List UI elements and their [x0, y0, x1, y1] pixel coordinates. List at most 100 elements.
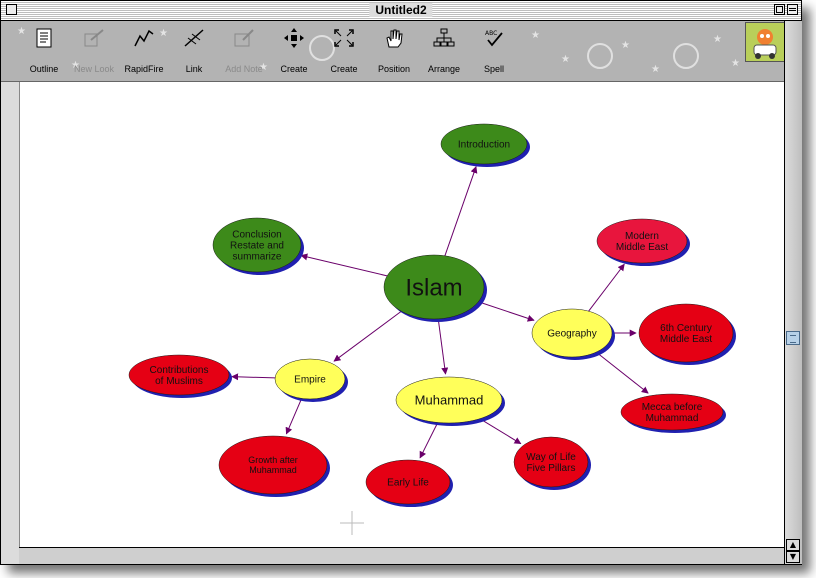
node-ellipse[interactable] — [620, 393, 724, 431]
star-decoration-icon: ★ — [651, 64, 660, 75]
star-decoration-icon: ★ — [17, 26, 26, 37]
node-label: Growth after — [248, 455, 298, 465]
link-islam-to-empire[interactable] — [333, 310, 402, 362]
node-label: Middle East — [616, 242, 668, 253]
star-decoration-icon: ★ — [71, 60, 80, 71]
collapse-box[interactable] — [787, 4, 798, 15]
node-ellipse[interactable] — [638, 303, 734, 363]
lightbulb-decoration-icon — [309, 35, 335, 61]
node-empire[interactable]: Empire — [274, 358, 348, 402]
create-arrows-icon — [269, 28, 319, 58]
tool-rapidfire-button[interactable]: RapidFire — [119, 23, 169, 79]
mascot-image — [745, 22, 784, 62]
tool-label: New Look — [73, 64, 115, 74]
tool-label: RapidFire — [124, 64, 164, 74]
node-label: Early Life — [387, 478, 429, 489]
link-islam-to-geography[interactable] — [478, 301, 535, 322]
arrange-icon — [419, 28, 469, 58]
node-label: Introduction — [458, 140, 510, 151]
star-decoration-icon: ★ — [259, 62, 268, 73]
node-label: summarize — [233, 252, 282, 263]
star-decoration-icon: ★ — [731, 58, 740, 69]
node-label: 6th Century — [660, 323, 712, 334]
link-icon — [169, 28, 219, 58]
tool-arrange-button[interactable]: Arrange — [419, 23, 469, 79]
lightbulb-decoration-icon — [587, 43, 613, 69]
link-muhammad-to-earlylife[interactable] — [419, 422, 439, 459]
hand-icon — [369, 28, 419, 58]
link-islam-to-introduction[interactable] — [444, 165, 478, 256]
node-ellipse[interactable] — [513, 436, 589, 488]
zoom-box[interactable] — [774, 4, 785, 15]
close-box[interactable] — [6, 4, 17, 15]
node-label: Mecca before — [642, 402, 703, 413]
link-geography-to-modern[interactable] — [588, 263, 625, 312]
node-introduction[interactable]: Introduction — [440, 123, 530, 167]
scroll-down-arrow-icon[interactable]: ▼ — [786, 551, 800, 563]
node-label: Restate and — [230, 241, 284, 252]
node-label: Muhammad — [415, 393, 484, 408]
tool-outline-button[interactable]: Outline — [19, 23, 69, 79]
tool-create-button[interactable]: Create — [269, 23, 319, 79]
star-decoration-icon: ★ — [713, 34, 722, 45]
node-ellipse[interactable] — [365, 459, 451, 505]
title-bar[interactable]: Untitled2 — [1, 1, 801, 21]
tool-link-button[interactable]: Link — [169, 23, 219, 79]
scroll-thumb[interactable] — [786, 331, 800, 345]
vertical-scrollbar[interactable]: ▲ ▼ — [784, 21, 802, 564]
node-label: Muhammad — [646, 413, 699, 424]
node-ellipse[interactable] — [395, 376, 503, 424]
star-decoration-icon: ★ — [159, 28, 168, 39]
node-label: Empire — [294, 375, 326, 386]
star-decoration-icon: ★ — [531, 30, 540, 41]
node-ellipse[interactable] — [128, 354, 230, 396]
tool-label: Add Note — [225, 64, 263, 74]
node-ellipse[interactable] — [440, 123, 528, 165]
node-ellipse[interactable] — [274, 358, 346, 400]
tool-label: Outline — [29, 64, 59, 74]
link-geography-to-mecca[interactable] — [595, 351, 649, 394]
link-islam-to-muhammad[interactable] — [437, 318, 449, 375]
link-islam-to-conclusion[interactable] — [300, 253, 388, 277]
node-muhammad[interactable]: Muhammad — [395, 376, 505, 426]
tool-create-button[interactable]: Create — [319, 23, 369, 79]
link-muhammad-to-wayoflife[interactable] — [479, 418, 522, 445]
add-note-icon — [219, 28, 269, 58]
tool-label: Create — [280, 64, 308, 74]
node-label: Geography — [547, 329, 596, 340]
node-label: of Muslims — [155, 376, 203, 387]
node-geography[interactable]: Geography — [531, 308, 615, 360]
node-label: Way of Life — [526, 452, 576, 463]
lightbulb-decoration-icon — [673, 43, 699, 69]
node-label: Middle East — [660, 334, 712, 345]
node-earlylife[interactable]: Early Life — [365, 459, 453, 507]
node-ellipse[interactable] — [383, 254, 485, 320]
tool-position-button[interactable]: Position — [369, 23, 419, 79]
node-ellipse[interactable] — [218, 435, 328, 495]
tool-new-look-button[interactable]: New Look — [69, 23, 119, 79]
link-empire-to-contributions[interactable] — [231, 373, 276, 381]
tool-add-note-button[interactable]: Add Note — [219, 23, 269, 79]
node-label: Muhammad — [249, 465, 297, 475]
horizontal-scrollbar[interactable] — [19, 547, 784, 564]
node-islam[interactable]: Islam — [383, 254, 487, 322]
link-empire-to-growth[interactable] — [285, 398, 303, 435]
node-label: Conclusion — [232, 230, 281, 241]
scroll-up-arrow-icon[interactable]: ▲ — [786, 539, 800, 551]
node-ellipse[interactable] — [531, 308, 613, 358]
node-label: Modern — [625, 231, 659, 242]
window-title: Untitled2 — [369, 3, 433, 17]
node-ellipse[interactable] — [212, 217, 302, 273]
node-ellipse[interactable] — [596, 218, 688, 264]
star-decoration-icon: ★ — [621, 40, 630, 51]
